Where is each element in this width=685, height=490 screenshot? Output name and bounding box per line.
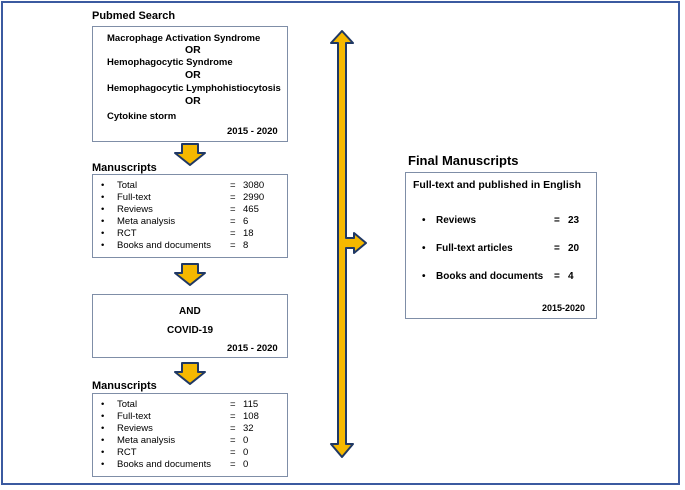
search-term: Hemophagocytic Lymphohistiocytosis xyxy=(107,83,281,94)
or-operator: OR xyxy=(185,44,201,56)
search-term: Hemophagocytic Syndrome xyxy=(107,57,233,68)
and-covid-box: AND COVID-19 2015 - 2020 xyxy=(92,294,288,358)
and-years: 2015 - 2020 xyxy=(227,343,278,354)
search-term: Cytokine storm xyxy=(107,111,177,122)
or-operator: OR xyxy=(185,69,201,81)
final-manuscripts-heading: Final Manuscripts xyxy=(408,153,519,168)
diagram-frame xyxy=(1,1,680,485)
manuscripts-box-2: •Total=115 •Full-text=108 •Reviews=32 •M… xyxy=(92,393,288,477)
final-years: 2015-2020 xyxy=(542,303,586,313)
manuscripts-heading: Manuscripts xyxy=(92,380,157,392)
final-subheading: Full-text and published in English xyxy=(413,179,581,191)
down-arrow-icon xyxy=(174,362,206,385)
search-terms-box: Macrophage Activation Syndrome OR Hemoph… xyxy=(92,26,288,142)
pubmed-search-heading: Pubmed Search xyxy=(92,10,176,22)
search-term: Macrophage Activation Syndrome xyxy=(107,33,261,44)
vertical-double-arrow-icon xyxy=(330,30,367,458)
final-manuscripts-box: Full-text and published in English •Revi… xyxy=(405,172,597,319)
and-operator: AND xyxy=(179,306,201,317)
down-arrow-icon xyxy=(174,143,206,166)
or-operator: OR xyxy=(185,95,201,107)
manuscripts-heading: Manuscripts xyxy=(92,162,157,174)
down-arrow-icon xyxy=(174,263,206,286)
search-years: 2015 - 2020 xyxy=(227,126,278,137)
covid-term: COVID-19 xyxy=(167,325,214,336)
manuscripts-box-1: •Total=3080 •Full-text=2990 •Reviews=465… xyxy=(92,174,288,258)
